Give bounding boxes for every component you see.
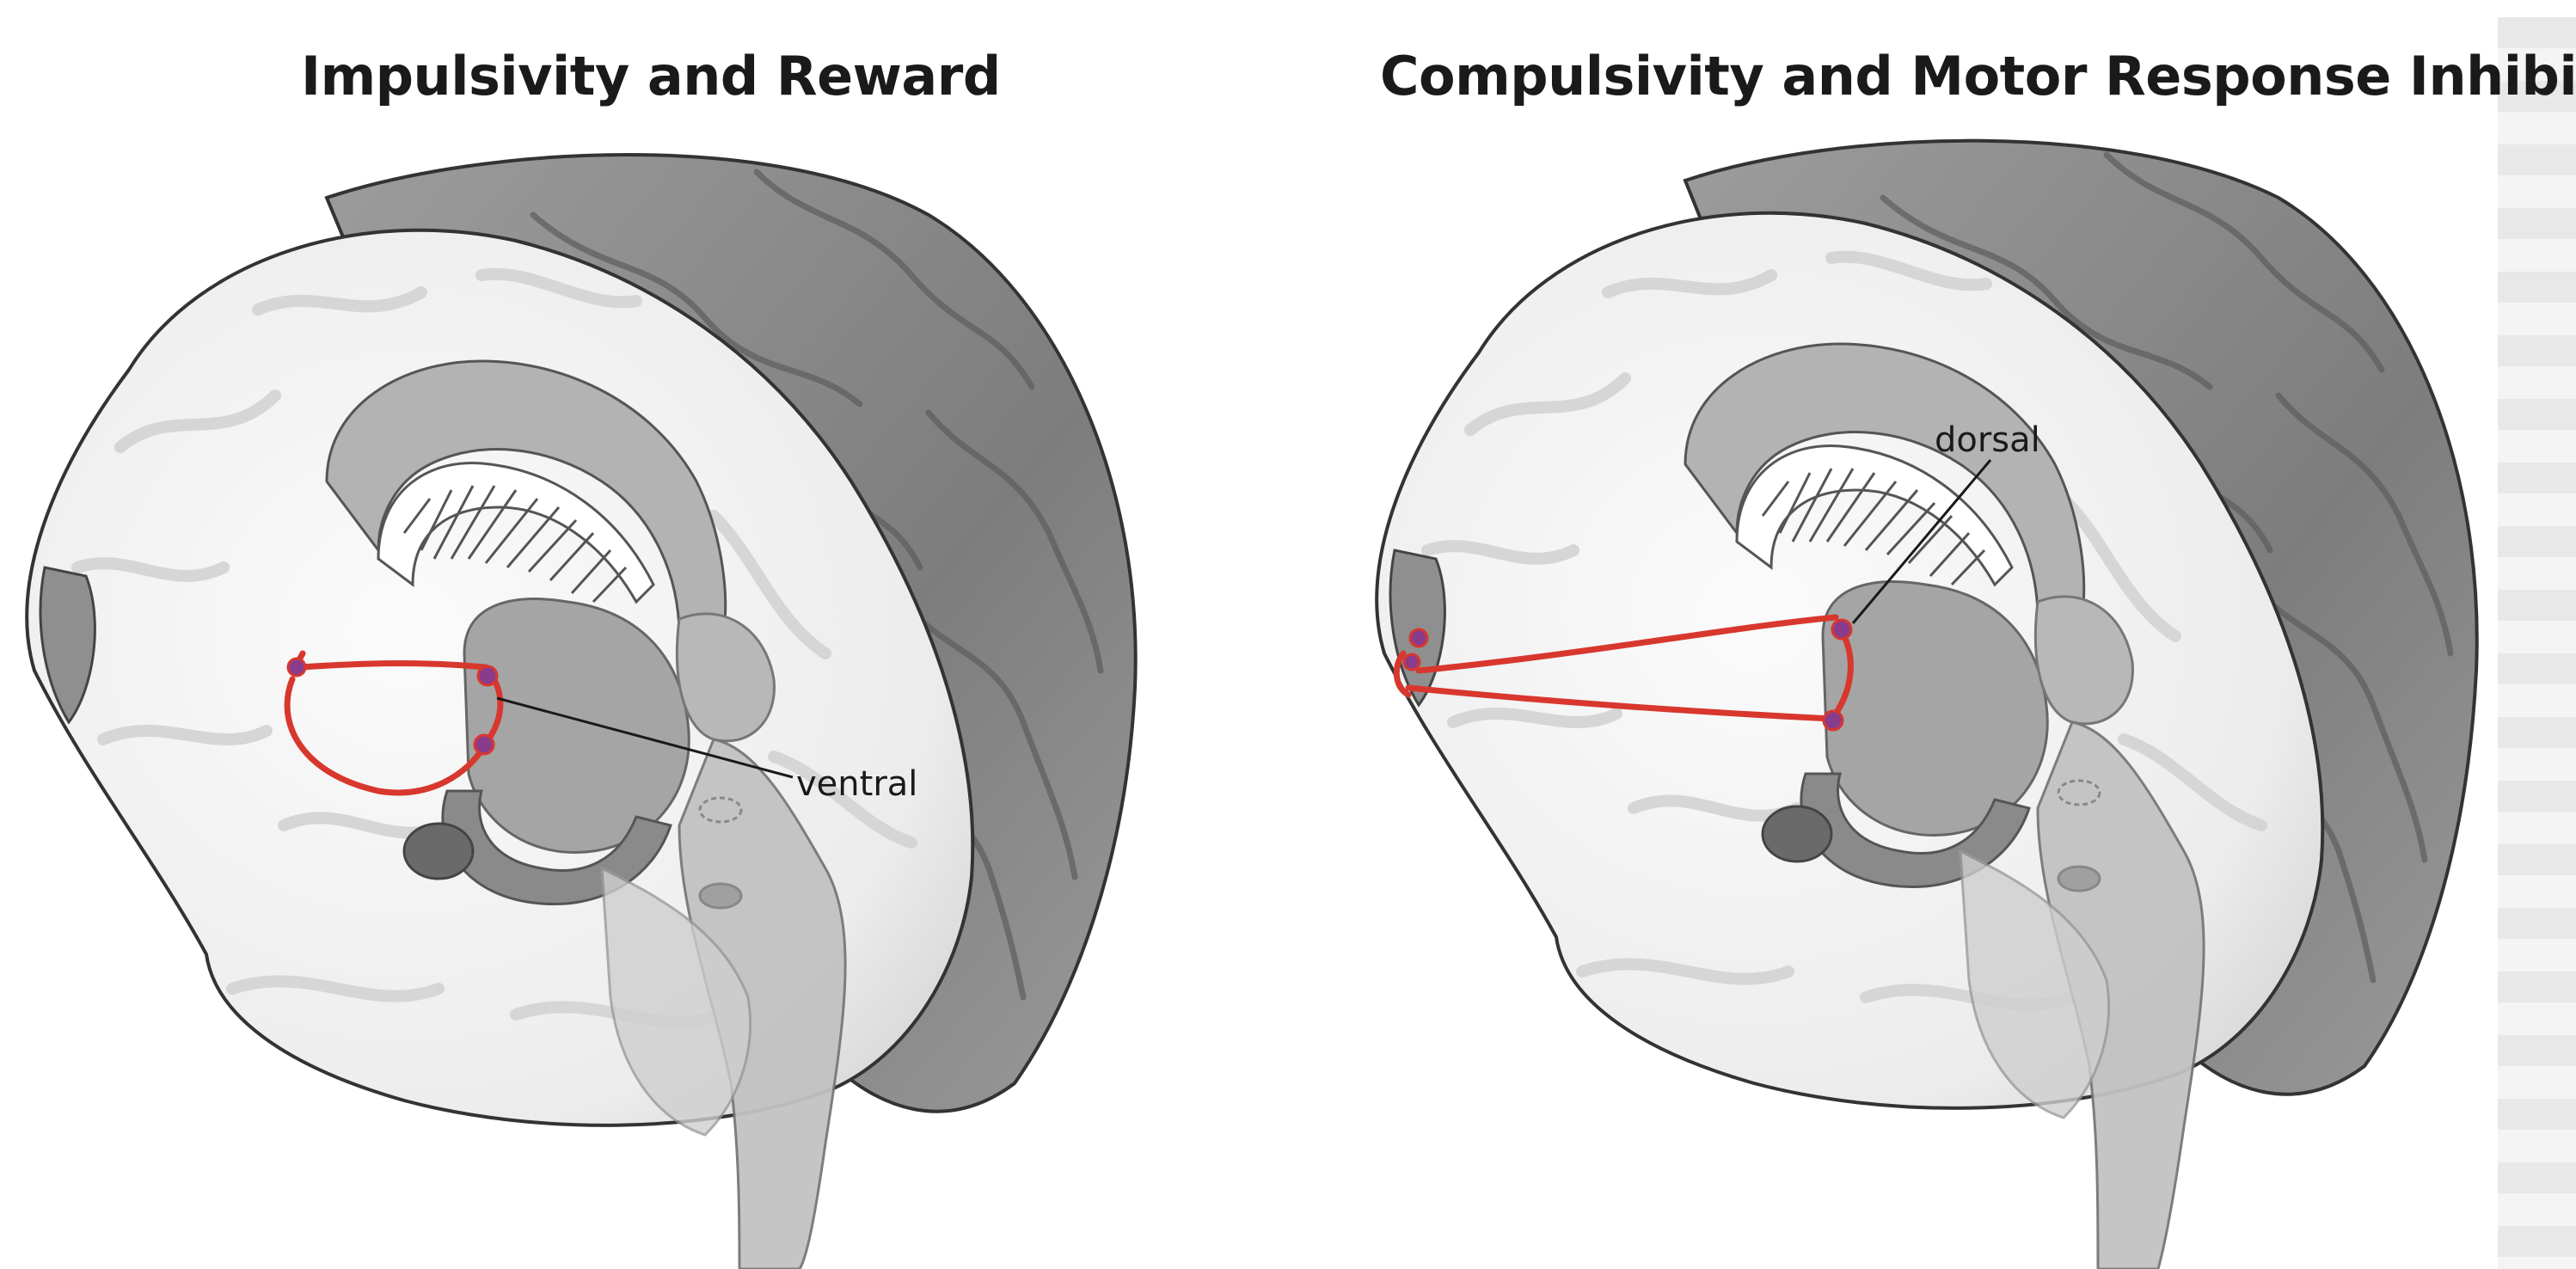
striatal-neuron-lower [475, 735, 494, 754]
hippocampal-head [404, 824, 473, 879]
brain-illustration: dorsal [1367, 0, 2576, 1269]
ventral-label: ventral [796, 764, 917, 804]
prefrontal-neuron-lower [1404, 654, 1420, 670]
prefrontal-neuron [288, 659, 305, 676]
panel-compulsivity-motor-inhibition: Compulsivity and Motor Response Inhibiti… [1367, 0, 2576, 1269]
dorsal-label: dorsal [1935, 420, 2040, 460]
striatal-neuron-lower [1824, 711, 1843, 730]
panel-impulsivity-reward: Impulsivity and Reward [0, 0, 1255, 1269]
striatal-neuron-upper [1832, 620, 1851, 639]
striatal-neuron-upper [478, 666, 497, 685]
hippocampal-head [1763, 806, 1831, 861]
prefrontal-neuron-upper [1410, 629, 1427, 647]
brain-illustration: ventral [0, 0, 1255, 1269]
